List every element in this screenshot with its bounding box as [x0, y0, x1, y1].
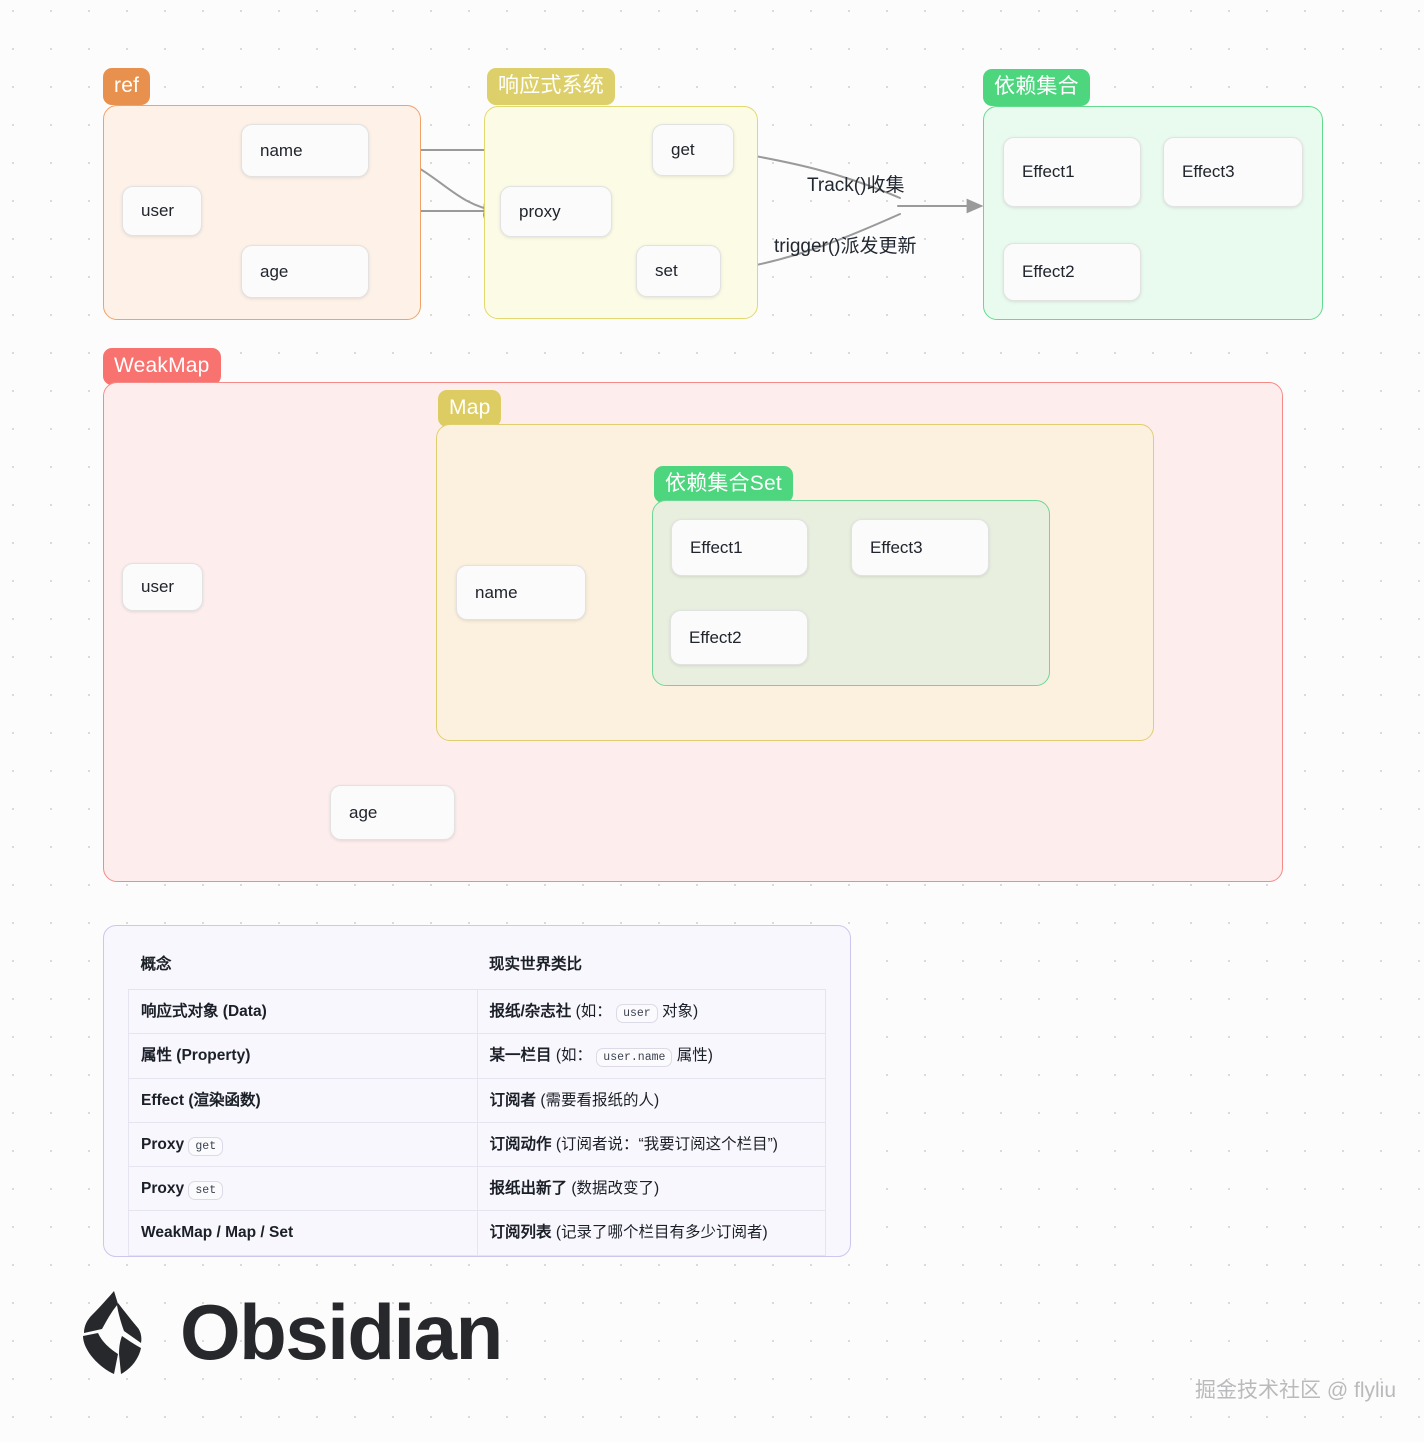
analogy-name: 订阅者 — [489, 1091, 537, 1109]
analogy-detail: (订阅者说：“我要订阅这个栏目”) — [551, 1135, 778, 1153]
analogy-name: 订阅动作 — [489, 1135, 552, 1153]
analogy-detail-suffix: 属性) — [676, 1047, 713, 1065]
analogy-detail: (如： — [571, 1003, 612, 1020]
node-label: name — [260, 140, 303, 160]
concept-code-chip: get — [188, 1136, 224, 1156]
node-effect1-bottom[interactable]: Effect1 — [671, 519, 808, 576]
table-cell-analogy: 某一栏目 (如： user.name 属性) — [476, 1033, 826, 1079]
analogy-name: 某一栏目 — [489, 1047, 552, 1065]
obsidian-logo: Obsidian — [78, 1288, 503, 1376]
node-label: Effect3 — [870, 537, 923, 557]
concept-code-chip: set — [188, 1181, 224, 1200]
analogy-detail: (数据改变了) — [567, 1180, 660, 1197]
node-proxy[interactable]: proxy — [500, 186, 612, 237]
node-wm-user[interactable]: user — [122, 563, 203, 611]
node-label: age — [349, 802, 378, 822]
concept-name: Proxy — [141, 1135, 185, 1153]
concept-table-card: 概念 现实世界类比 响应式对象 (Data) 报纸/杂志社 (如： user 对象… — [103, 925, 851, 1257]
analogy-detail: (如： — [551, 1047, 592, 1065]
node-label: name — [475, 582, 518, 602]
concept-name: Proxy — [141, 1180, 185, 1197]
node-label: Effect3 — [1182, 162, 1235, 181]
node-map-name[interactable]: name — [456, 565, 586, 620]
group-label-map: Map — [438, 390, 502, 427]
table-cell-concept: 属性 (Property) — [128, 1033, 478, 1079]
group-label-dependency-set: 依赖集合 — [983, 69, 1090, 106]
group-label-weakmap: WeakMap — [103, 348, 221, 385]
edge-label-trigger: trigger()派发更新 — [774, 236, 917, 257]
table-header-concept: 概念 — [140, 956, 172, 973]
node-label: proxy — [519, 201, 561, 221]
table-cell-concept: WeakMap / Map / Set — [128, 1210, 478, 1256]
table-cell-analogy: 订阅者 (需要看报纸的人) — [476, 1077, 826, 1123]
table-cell-concept: 响应式对象 (Data) — [128, 988, 478, 1035]
analogy-code-chip: user.name — [596, 1048, 673, 1068]
node-ref-age[interactable]: age — [241, 245, 369, 298]
node-label: set — [655, 261, 678, 280]
concept-table: 概念 现实世界类比 响应式对象 (Data) 报纸/杂志社 (如： user 对象… — [128, 948, 826, 1256]
analogy-code-chip: user — [616, 1004, 658, 1023]
table-cell-analogy: 报纸出新了 (数据改变了) — [476, 1165, 826, 1212]
node-effect3-top[interactable]: Effect3 — [1163, 137, 1303, 207]
analogy-detail-suffix: 对象) — [662, 1003, 699, 1020]
group-label-dependency-set-inner: 依赖集合Set — [654, 466, 793, 503]
table-header-row: 概念 现实世界类比 — [129, 948, 826, 990]
node-set[interactable]: set — [636, 245, 721, 297]
concept-name: 属性 (Property) — [141, 1047, 251, 1065]
concept-name: 响应式对象 (Data) — [141, 1003, 267, 1020]
analogy-detail: (记录了哪个栏目有多少订阅者) — [551, 1224, 768, 1242]
obsidian-wordmark: Obsidian — [180, 1288, 503, 1376]
table-header-analogy: 现实世界类比 — [489, 956, 583, 973]
table-cell-analogy: 订阅列表 (记录了哪个栏目有多少订阅者) — [476, 1210, 826, 1256]
node-wm-age[interactable]: age — [330, 785, 455, 840]
watermark-text: 掘金技术社区 @ flyliu — [1195, 1379, 1396, 1402]
table-cell-analogy: 报纸/杂志社 (如： user 对象) — [476, 988, 826, 1035]
node-label: user — [141, 201, 175, 220]
analogy-name: 报纸/杂志社 — [489, 1003, 572, 1020]
analogy-name: 报纸出新了 — [489, 1180, 568, 1197]
table-row: Effect (渲染函数) 订阅者 (需要看报纸的人) — [128, 1077, 826, 1123]
table-cell-concept: Proxy get — [128, 1121, 478, 1168]
analogy-name: 订阅列表 — [489, 1224, 552, 1242]
table-row: 属性 (Property) 某一栏目 (如： user.name 属性) — [128, 1033, 826, 1079]
node-get[interactable]: get — [652, 124, 734, 176]
concept-name: WeakMap / Map / Set — [141, 1224, 294, 1242]
node-effect3-bottom[interactable]: Effect3 — [851, 519, 989, 576]
obsidian-gem-icon — [83, 1291, 142, 1374]
group-label-ref: ref — [103, 68, 151, 105]
table-row: WeakMap / Map / Set 订阅列表 (记录了哪个栏目有多少订阅者) — [128, 1210, 826, 1256]
table-cell-analogy: 订阅动作 (订阅者说：“我要订阅这个栏目”) — [476, 1121, 826, 1168]
node-effect2-bottom[interactable]: Effect2 — [670, 610, 808, 665]
node-effect2-top[interactable]: Effect2 — [1003, 243, 1141, 301]
node-effect1-top[interactable]: Effect1 — [1003, 137, 1141, 207]
table-row: 响应式对象 (Data) 报纸/杂志社 (如： user 对象) — [128, 988, 826, 1035]
node-label: Effect1 — [690, 537, 743, 557]
node-ref-name[interactable]: name — [241, 124, 369, 177]
node-ref-user[interactable]: user — [122, 186, 202, 236]
group-label-reactive-system: 响应式系统 — [487, 68, 615, 105]
table-cell-concept: Effect (渲染函数) — [128, 1077, 478, 1123]
node-label: user — [141, 577, 175, 596]
table-cell-concept: Proxy set — [128, 1165, 478, 1212]
edge-label-track: Track()收集 — [807, 175, 905, 196]
concept-name: Effect (渲染函数) — [141, 1091, 261, 1109]
node-label: get — [671, 140, 695, 159]
node-label: Effect2 — [689, 627, 742, 647]
node-label: Effect2 — [1022, 262, 1075, 281]
analogy-detail: (需要看报纸的人) — [536, 1091, 660, 1109]
node-label: age — [260, 261, 289, 281]
node-label: Effect1 — [1022, 162, 1075, 181]
